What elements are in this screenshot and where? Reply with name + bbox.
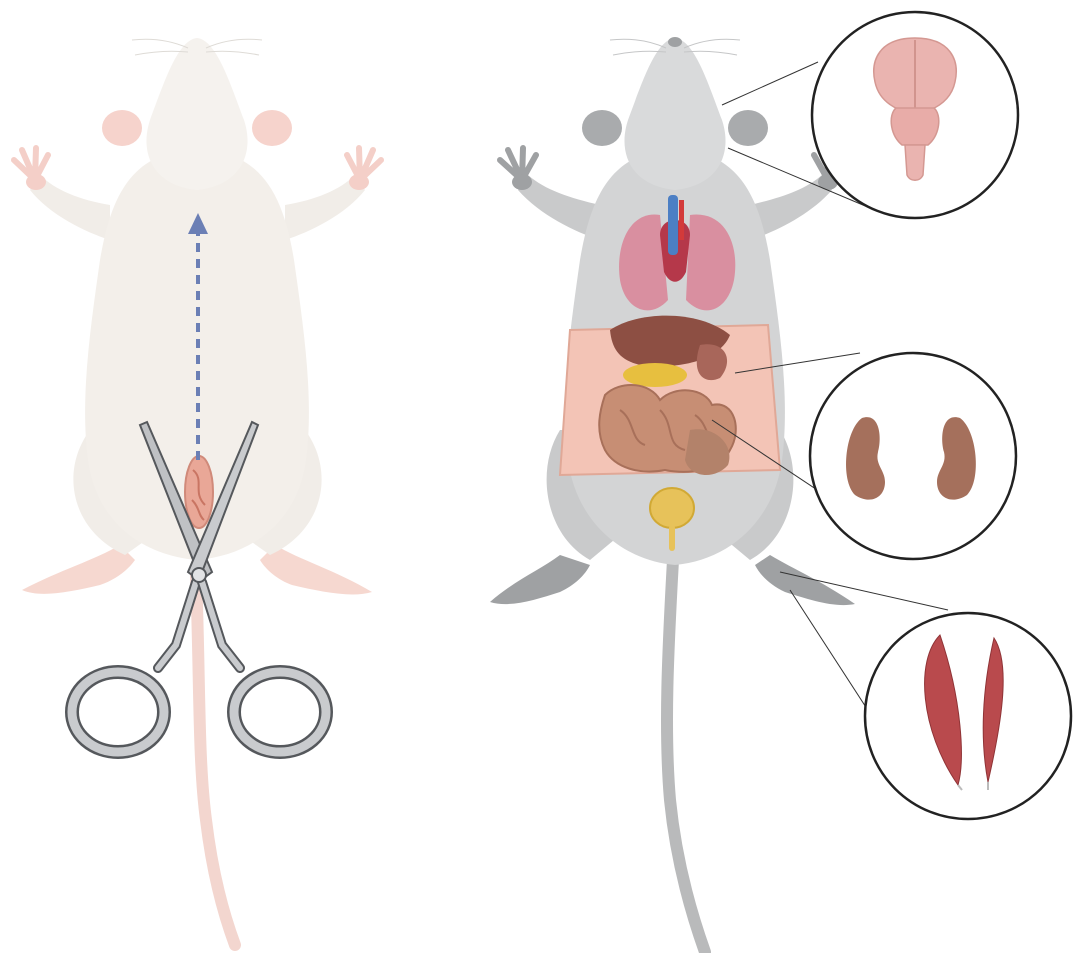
right-mouse: [490, 37, 855, 952]
left-mouse: [14, 38, 381, 945]
right-mouse-right-ear: [728, 110, 768, 146]
brain-callout: [812, 12, 1018, 218]
left-mouse-right-hindfoot: [260, 545, 372, 594]
right-mouse-right-hindfoot: [755, 555, 855, 605]
left-mouse-left-ear: [102, 110, 142, 146]
bladder: [650, 488, 694, 528]
left-mouse-left-hindfoot: [22, 545, 135, 594]
right-mouse-left-ear: [582, 110, 622, 146]
pancreas: [623, 363, 687, 387]
trachea: [668, 195, 678, 255]
left-mouse-head: [146, 38, 247, 190]
right-mouse-tail: [667, 560, 705, 952]
right-mouse-left-hindfoot: [490, 555, 590, 604]
kidneys-callout: [810, 353, 1016, 559]
left-mouse-right-ear: [252, 110, 292, 146]
right-mouse-head: [624, 38, 725, 190]
muscle-callout: [865, 613, 1071, 819]
